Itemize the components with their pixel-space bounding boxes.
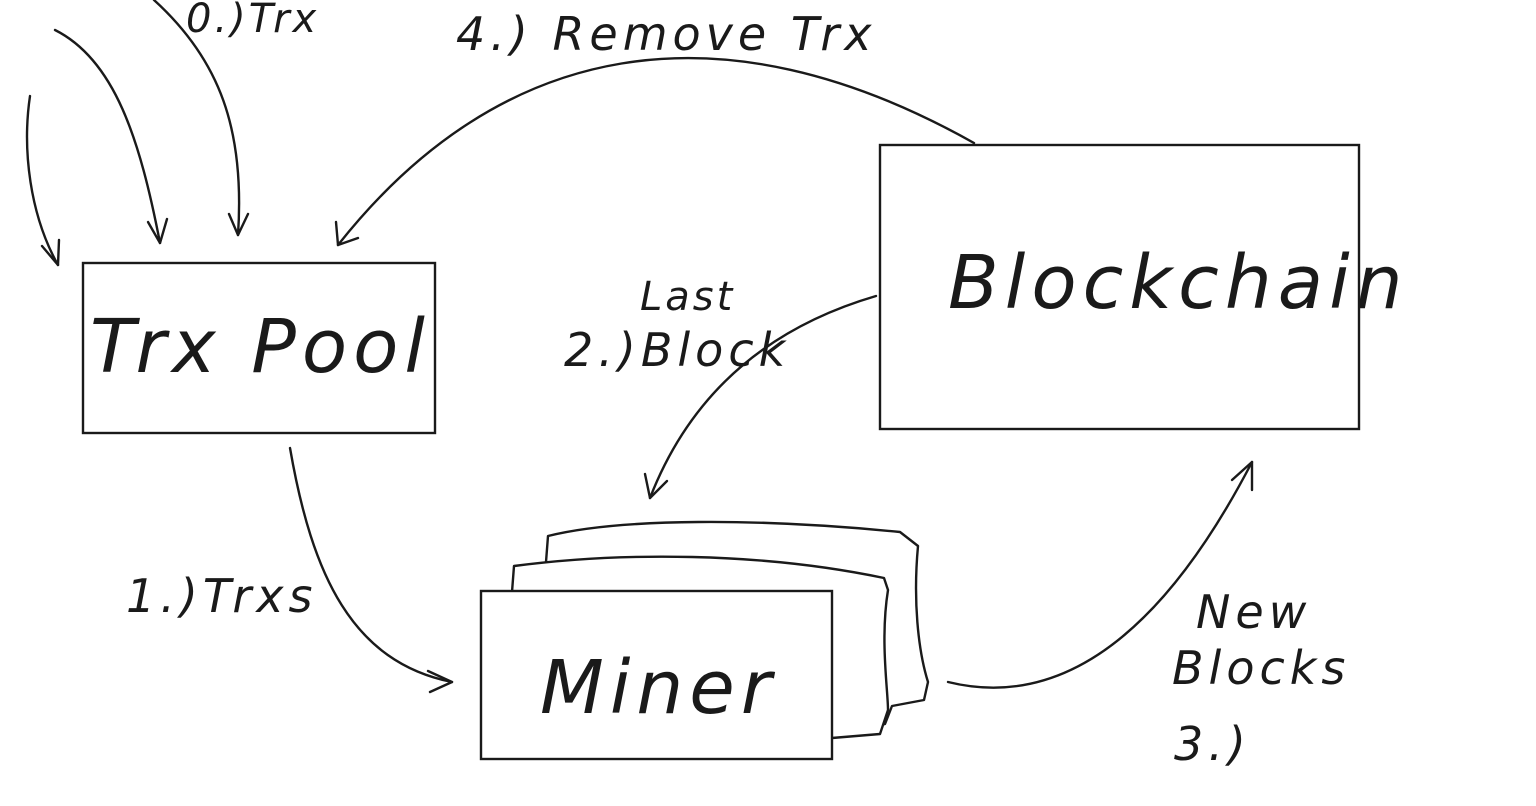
trx-pool-box [81,261,437,435]
incoming-arrow-2-head [146,217,169,245]
last-block-label-top: Last [640,274,735,320]
incoming-arrow-3 [152,0,241,237]
trx-pool-node: Trx Pool [81,261,437,435]
miner-node: Miner [479,520,930,761]
incoming-arrows [25,0,250,267]
new-blocks-label-mid: Blocks [1172,641,1350,695]
trxs-arrow-head [426,669,454,694]
new-blocks-arrow-head [1230,460,1254,492]
incoming-arrow-1-head [40,238,61,267]
trxs-label: 1.)Trxs [126,569,317,623]
new-blocks-arrow [946,460,1254,689]
last-block-arrow [648,294,878,500]
remove-trx-arrow-head [334,220,360,247]
blockchain-label: Blockchain [948,240,1409,326]
last-block-arrow-head [643,472,669,500]
remove-trx-label: 4.) Remove Trx [456,7,876,61]
trxs-arrow [288,446,454,684]
last-block-label-bottom: 2.)Block [564,323,790,377]
incoming-arrow-1 [25,94,60,267]
blockchain-box [878,143,1361,431]
miner-box [479,589,834,761]
remove-trx-arrow [336,56,976,247]
trx-pool-label: Trx Pool [90,304,431,390]
new-blocks-label-num: 3.) [1174,717,1251,771]
incoming-arrow-2 [53,28,162,245]
miner-label: Miner [540,645,777,731]
incoming-label: 0.)Trx [186,0,319,42]
new-blocks-label-top: New [1196,585,1311,639]
blockchain-node: Blockchain [878,143,1409,431]
incoming-arrow-3-head [227,212,250,237]
